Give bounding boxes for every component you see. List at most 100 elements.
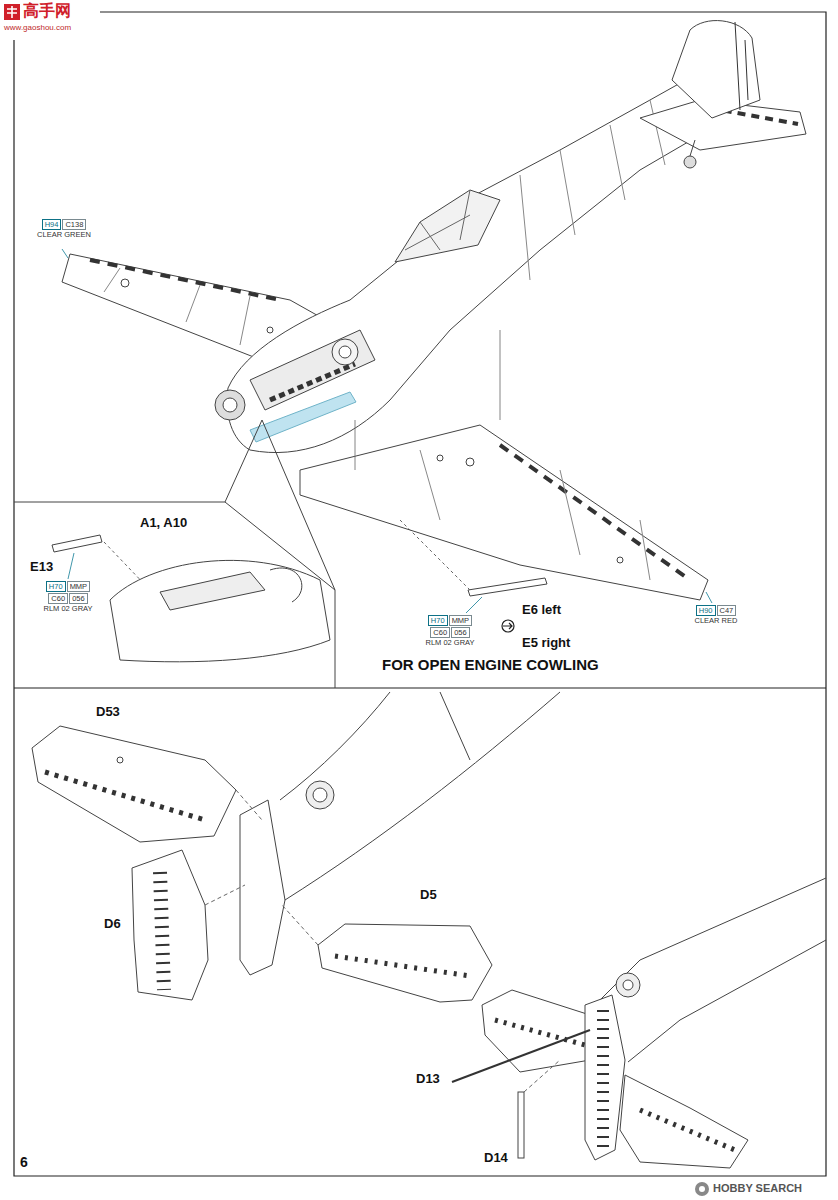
aircraft-drawing: [735, 22, 748, 110]
tail-drawing: [117, 757, 123, 763]
tail-drawing: [282, 905, 318, 945]
part-number: D13: [416, 1072, 440, 1087]
aircraft-drawing: [672, 21, 760, 118]
aircraft-drawing: [437, 455, 443, 461]
watermark-text: HOBBY SEARCH: [713, 1182, 802, 1195]
tail-drawing: [452, 1030, 590, 1082]
paint-name: CLEAR RED: [686, 616, 746, 625]
page-frame: [14, 12, 826, 1176]
section-note: FOR OPEN ENGINE COWLING: [382, 656, 599, 673]
part-number: D6: [104, 917, 121, 932]
tail-drawing: [620, 1075, 748, 1168]
page-frame: [14, 687, 826, 688]
cowling-strip: [400, 520, 547, 596]
aircraft-drawing: [466, 458, 474, 466]
aircraft-drawing: [420, 450, 650, 580]
paint-callout: H94C138CLEAR GREEN: [34, 218, 94, 239]
watermark-url: www.gaoshou.com: [4, 23, 71, 32]
aircraft-drawing: [690, 140, 695, 156]
tail-drawing: [32, 726, 236, 842]
aircraft-drawing: [617, 557, 623, 563]
aircraft-drawing: [250, 330, 375, 410]
paint-code: MMP: [67, 581, 91, 592]
part-number: E6 left: [522, 603, 561, 618]
paint-name: RLM 02 GRAY: [420, 638, 480, 647]
paint-code: MMP: [449, 615, 473, 626]
aircraft-drawing: [332, 339, 358, 365]
tail-drawing: [518, 1092, 524, 1158]
paint-code: C138: [62, 219, 86, 230]
aircraft-drawing: [62, 21, 806, 600]
paint-leader: [62, 249, 68, 258]
tail-drawing: [482, 990, 590, 1072]
aircraft-drawing: [520, 100, 665, 280]
tail-drawing: [45, 772, 205, 820]
watermark-icon: [695, 1182, 709, 1196]
watermark-icon: [7, 6, 17, 18]
paint-callout: H90C47CLEAR RED: [686, 604, 746, 625]
paint-leader: [68, 553, 74, 579]
detail-inset: [160, 572, 265, 610]
watermark-icon: [699, 1186, 705, 1192]
aircraft-drawing: [267, 327, 273, 333]
part-number: E5 right: [522, 636, 570, 651]
tail-drawing: [280, 692, 560, 900]
watermark-icon: [695, 1182, 709, 1196]
paint-code: 056: [69, 593, 88, 604]
paint-code: C60: [430, 627, 450, 638]
paint-leader: [706, 592, 712, 603]
side-symbol: [502, 620, 514, 632]
cowling-strip: [468, 578, 547, 596]
watermark-icon: [4, 4, 20, 20]
aircraft-drawing: [90, 260, 280, 300]
detail-inset: [14, 420, 335, 688]
aircraft-drawing: [215, 390, 245, 420]
tail-drawing: [524, 1060, 560, 1092]
tail-drawing: [205, 885, 245, 905]
tail-drawing: [600, 878, 826, 1062]
watermark-icon: [4, 4, 20, 20]
tail-drawing: [640, 1110, 735, 1150]
aircraft-drawing: [339, 346, 351, 358]
aircraft-drawing: [684, 156, 696, 168]
side-symbol: [502, 620, 514, 632]
tail-drawing: [160, 872, 164, 990]
detail-inset: [270, 568, 302, 602]
paint-callout: H70MMPC60056RLM 02 GRAY: [420, 614, 480, 647]
aircraft-drawing: [395, 190, 500, 262]
tail-drawing: [313, 788, 327, 802]
aircraft-drawing: [250, 392, 356, 442]
cowling-strip: [400, 520, 470, 590]
detail-inset: [110, 560, 330, 661]
tail-drawing: [335, 956, 470, 976]
tail-drawing: [32, 692, 826, 1168]
aircraft-drawing: [300, 425, 708, 600]
tail-drawing: [132, 850, 208, 1000]
paint-code: 056: [451, 627, 470, 638]
aircraft-drawing: [104, 268, 250, 345]
paint-code: H94: [42, 219, 62, 230]
tail-drawing: [495, 1020, 585, 1045]
detail-inset: [52, 535, 102, 552]
page-number: 6: [20, 1154, 28, 1170]
tail-drawing: [585, 995, 625, 1160]
paint-name: RLM 02 GRAY: [38, 604, 98, 613]
aircraft-drawing: [405, 190, 470, 250]
tail-drawing: [616, 973, 640, 997]
page-frame: [14, 12, 826, 1176]
paint-callout: H70MMPC60056RLM 02 GRAY: [38, 580, 98, 613]
watermark-logo: 高手网: [23, 2, 71, 20]
part-number: A1, A10: [140, 516, 187, 531]
paint-leader: [466, 597, 482, 613]
paint-code: H90: [696, 605, 716, 616]
part-number: D14: [484, 1151, 508, 1166]
paint-code: C47: [717, 605, 737, 616]
paint-name: CLEAR GREEN: [34, 230, 94, 239]
paint-code: H70: [46, 581, 66, 592]
aircraft-drawing: [227, 72, 712, 453]
tail-drawing: [236, 790, 262, 820]
paint-leader: [62, 249, 712, 613]
tail-drawing: [240, 800, 285, 975]
